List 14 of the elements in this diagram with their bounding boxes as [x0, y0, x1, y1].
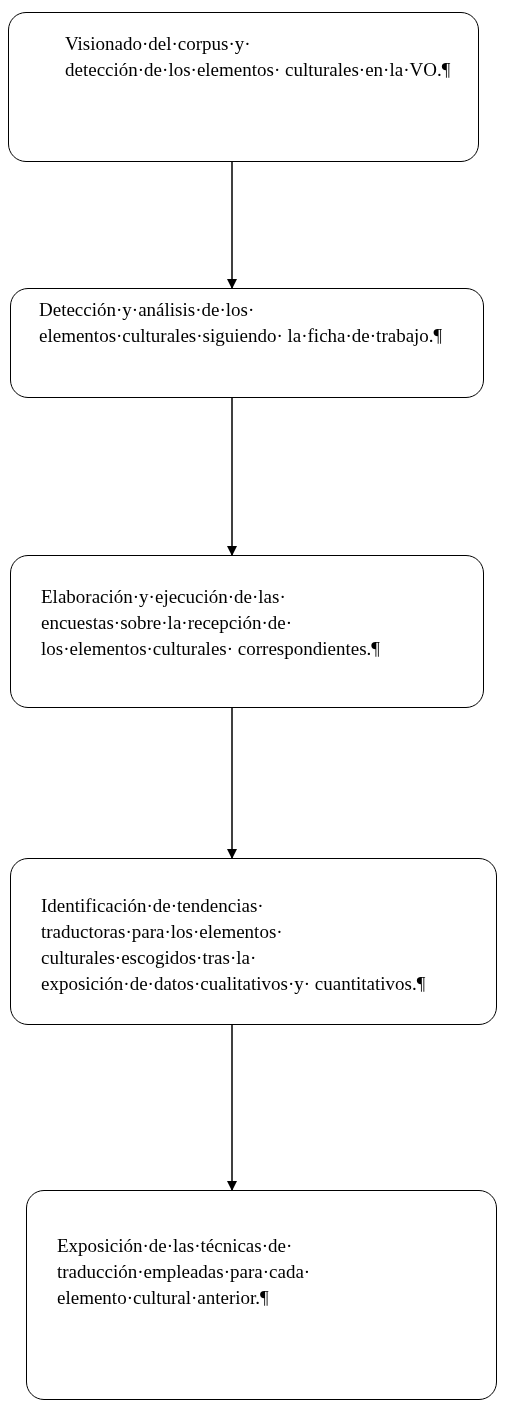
arrow [227, 1024, 237, 1191]
process-box [10, 858, 497, 1025]
arrow [227, 707, 237, 859]
process-box [26, 1190, 497, 1400]
step-text: Exposición·de·las·técnicas·de· traducción·empleadas·para·cada· elemento·cultural·anterior.¶ [57, 1234, 312, 1310]
step-text: Elaboración·y·ejecución·de·las· encuestas·sobre·la·recepción·de· los·elementos·culturales· correspondientes.¶ [41, 585, 381, 661]
process-box [10, 288, 484, 398]
step-text: Identificación·de·tendencias· traductoras·para·los·elementos· culturales·escogidos·tras·la· exposición·de·datos·cualitativos·y· cuantitativos.¶ [41, 894, 427, 996]
step-text: Visionado·del·corpus·y· detección·de·los·elementos· culturales·en·la·VO.¶ [65, 32, 452, 82]
arrow [227, 397, 237, 556]
process-box [8, 12, 479, 162]
process-box [10, 555, 484, 708]
step-text: Detección·y·análisis·de·los· elementos·culturales·siguiendo· la·ficha·de·trabajo.¶ [39, 298, 444, 348]
arrow [227, 161, 237, 289]
